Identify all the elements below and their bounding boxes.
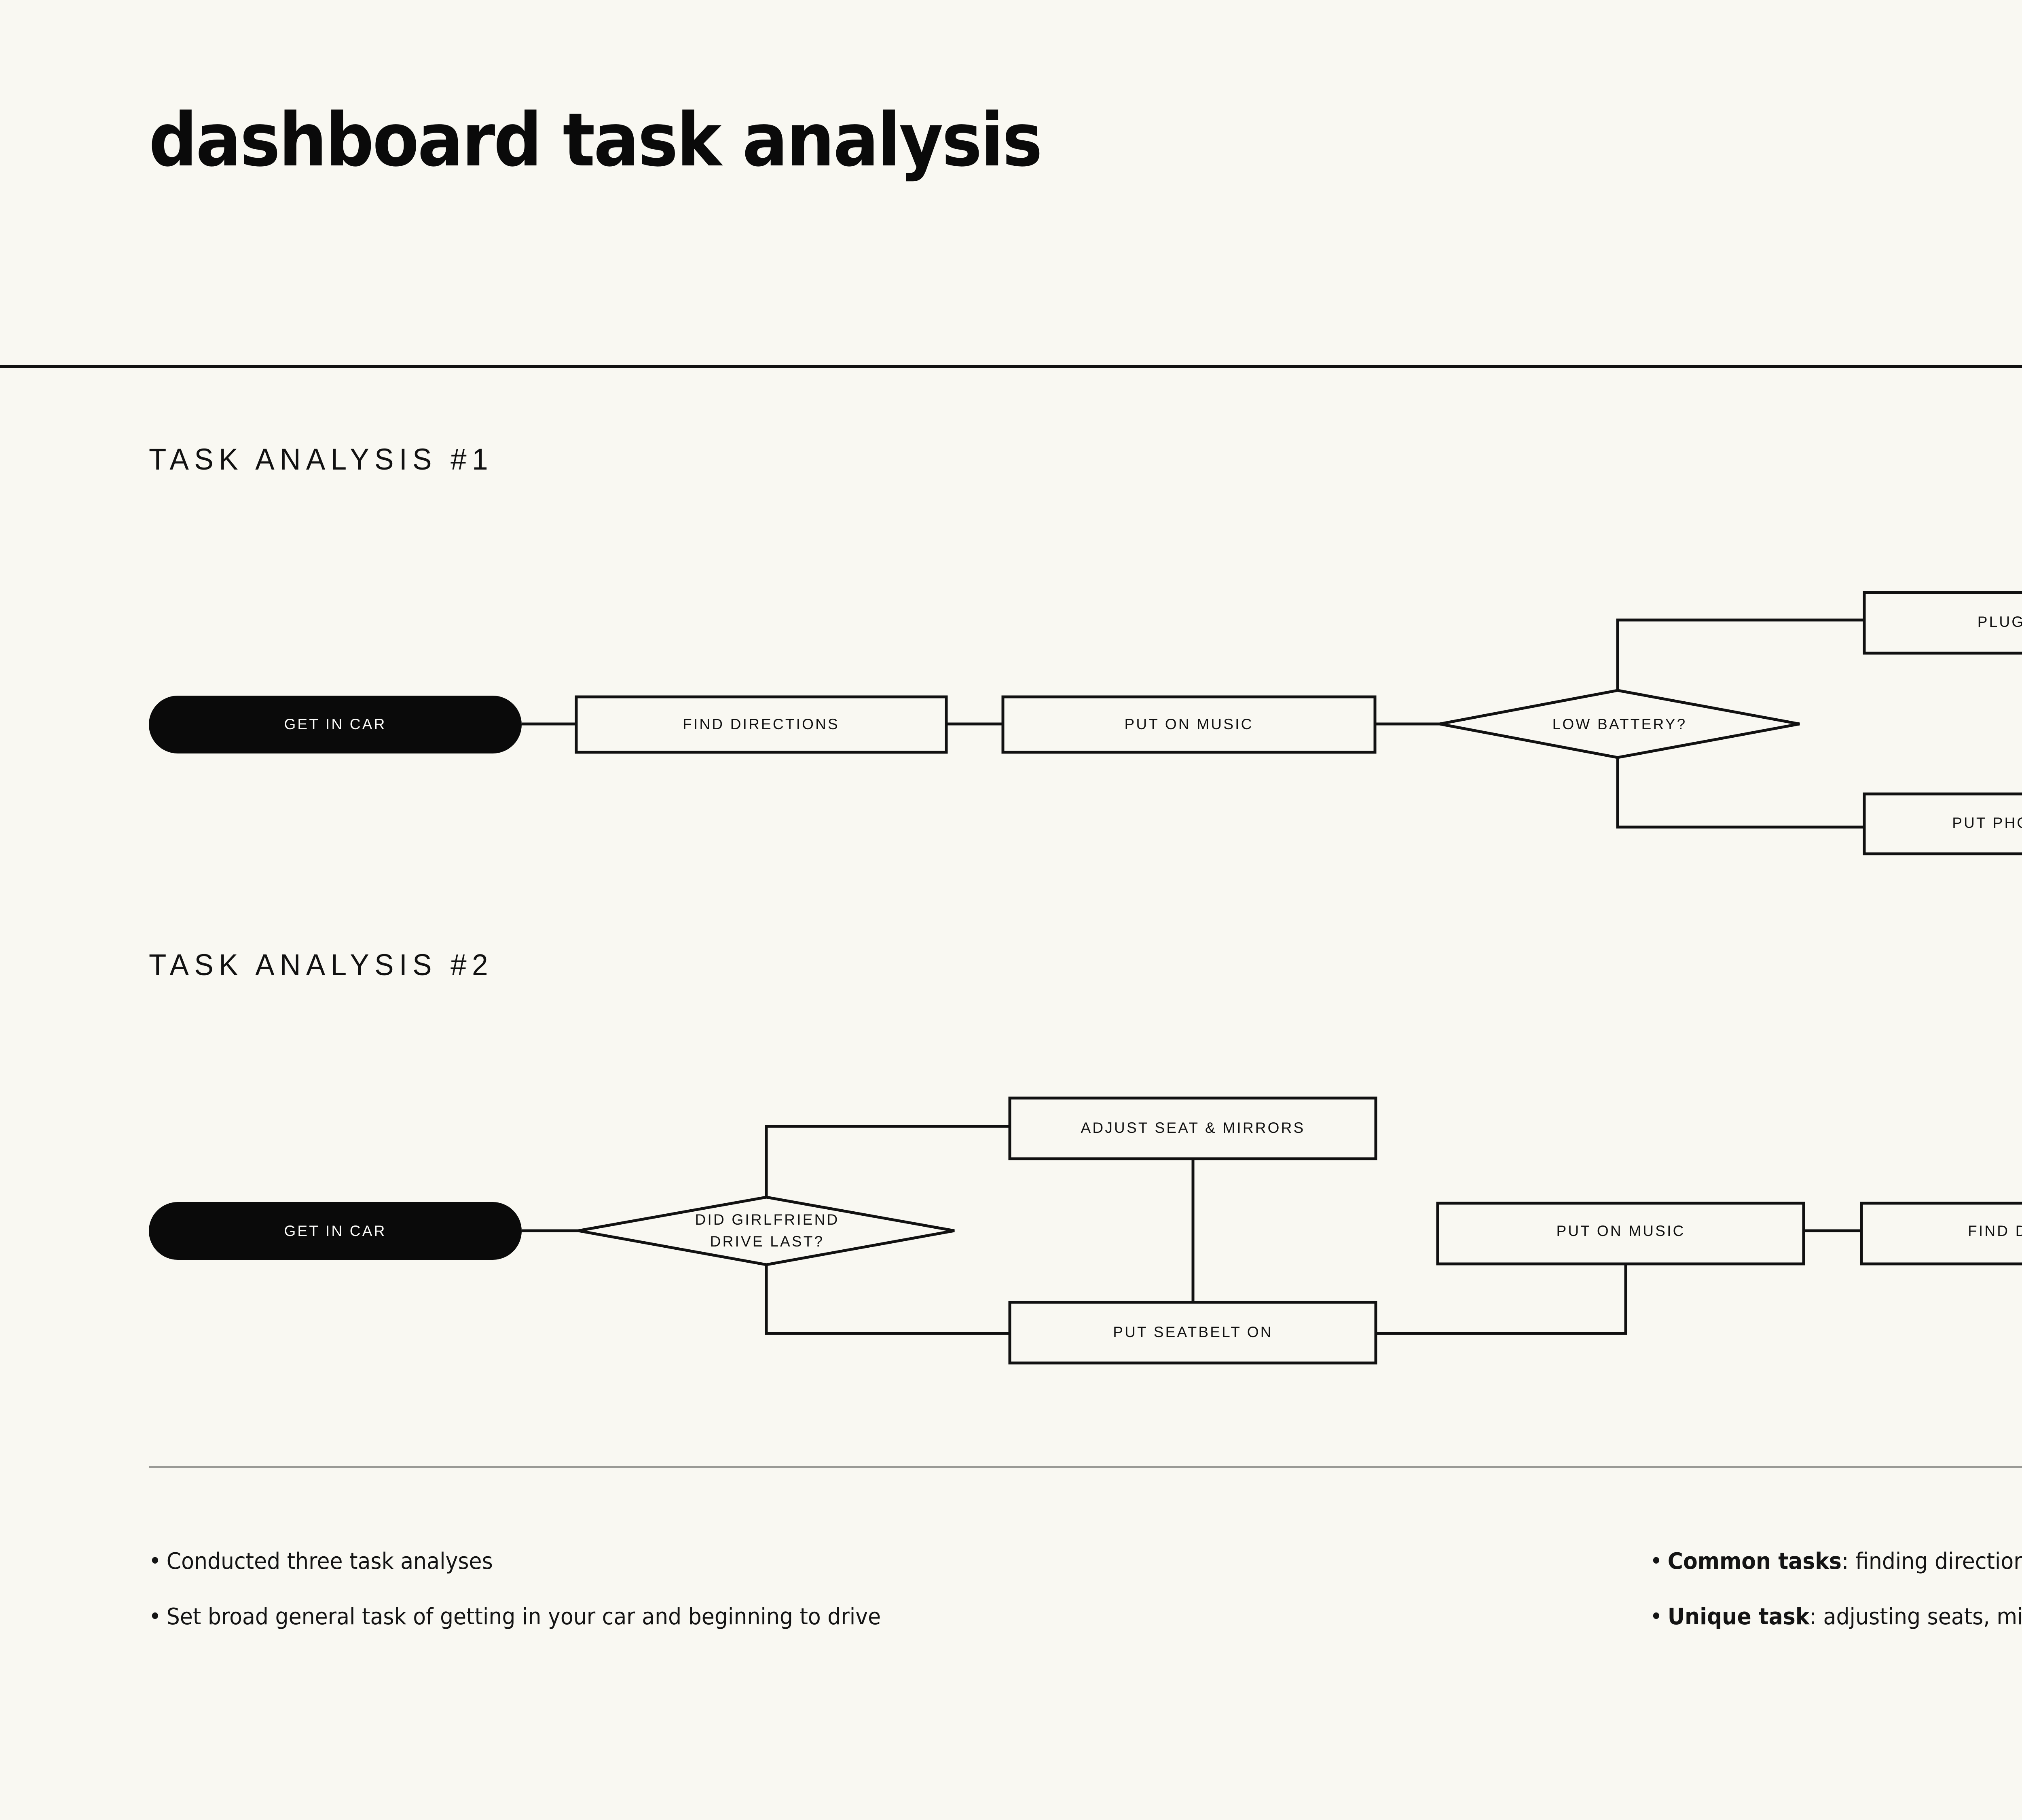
node-decision-low-battery[interactable] bbox=[1439, 689, 1800, 759]
bullet-lead: Common tasks bbox=[1667, 1548, 1842, 1575]
bullet-lead: Unique task bbox=[1667, 1603, 1810, 1630]
bullet-marker: • bbox=[149, 1548, 161, 1575]
node2-adjust-seat-mirrors[interactable] bbox=[1008, 1096, 1377, 1160]
node2-label-put-on-music: PUT ON MUSIC bbox=[1556, 1223, 1685, 1239]
node-label-plug-phone-in: PLUG PHONE IN bbox=[1978, 614, 2022, 630]
summary-column-right: •Common tasks: finding directions & putt… bbox=[1650, 1549, 2022, 1659]
node2-label-get-in-car: GET IN CAR bbox=[284, 1223, 386, 1239]
node-put-phone-on-dock[interactable] bbox=[1863, 792, 2022, 855]
header-divider bbox=[0, 365, 2022, 368]
node2-label-adjust-seat-mirrors: ADJUST SEAT & MIRRORS bbox=[1081, 1120, 1305, 1136]
summary-bullet-right-2: •Unique task: adjusting seats, mirrors, … bbox=[1650, 1604, 2022, 1630]
node-label-find-directions: FIND DIRECTIONS bbox=[683, 716, 840, 732]
summary-bullet-right-1: •Common tasks: finding directions & putt… bbox=[1650, 1549, 2022, 1575]
section-heading-task-analysis-1: TASK ANALYSIS #1 bbox=[149, 442, 494, 476]
bullet-text: Conducted three task analyses bbox=[166, 1548, 493, 1575]
section-heading-task-analysis-2: TASK ANALYSIS #2 bbox=[149, 948, 494, 982]
summary-bullet-left-1: •Conducted three task analyses bbox=[149, 1549, 1503, 1575]
bullet-text: : finding directions & putting on music bbox=[1841, 1548, 2022, 1575]
node-plug-phone-in[interactable] bbox=[1863, 591, 2022, 655]
node2-put-seatbelt-on[interactable] bbox=[1008, 1301, 1377, 1365]
edge2-seatbelt-to-music bbox=[1377, 1264, 1627, 1335]
node2-find-directions[interactable] bbox=[1860, 1202, 2022, 1266]
node2-label-decision-line2: DRIVE LAST? bbox=[710, 1233, 825, 1250]
bullet-marker: • bbox=[1650, 1548, 1662, 1575]
edge-decision-to-plug bbox=[1616, 618, 1864, 690]
bullet-marker: • bbox=[149, 1603, 161, 1630]
bullet-text: : adjusting seats, mirrors, device, etc.… bbox=[1809, 1603, 2022, 1630]
node2-decision-did-girlfriend-drive-last[interactable] bbox=[578, 1196, 955, 1266]
summary-column-left: •Conducted three task analyses •Set broa… bbox=[149, 1549, 1605, 1659]
node-put-on-music[interactable] bbox=[1001, 695, 1377, 754]
node-label-put-on-music: PUT ON MUSIC bbox=[1124, 716, 1253, 732]
summary-bullet-left-2: •Set broad general task of getting in yo… bbox=[149, 1604, 1503, 1630]
summary-divider bbox=[149, 1466, 2022, 1468]
node-label-put-phone-on-dock: PUT PHONE ON DOCK bbox=[1952, 815, 2022, 831]
bullet-text: Set broad general task of getting in you… bbox=[166, 1603, 881, 1630]
flowchart-task-analysis-2: GET IN CAR DID GIRLFRIEND DRIVE LAST? AD… bbox=[149, 1096, 2022, 1365]
bullet-marker: • bbox=[1650, 1603, 1662, 1630]
edge-decision-to-dock bbox=[1616, 758, 1864, 829]
edge2-decision-to-seatbelt bbox=[765, 1265, 1010, 1335]
node-label-get-in-car: GET IN CAR bbox=[284, 716, 386, 732]
node2-label-decision-line1: DID GIRLFRIEND bbox=[695, 1211, 840, 1228]
node2-label-find-directions: FIND DIRECTIONS bbox=[1968, 1223, 2022, 1239]
node2-put-on-music[interactable] bbox=[1436, 1202, 1805, 1266]
page-title: dashboard task analysis bbox=[149, 97, 1043, 183]
edge2-decision-to-seat bbox=[765, 1125, 1010, 1197]
node2-label-put-seatbelt-on: PUT SEATBELT ON bbox=[1113, 1324, 1273, 1340]
node-get-in-car[interactable] bbox=[149, 696, 522, 753]
node-find-directions[interactable] bbox=[575, 695, 948, 754]
node-label-low-battery: LOW BATTERY? bbox=[1552, 716, 1687, 732]
flowchart-task-analysis-1: GET IN CAR FIND DIRECTIONS PUT ON MUSIC … bbox=[149, 591, 2022, 855]
node2-get-in-car[interactable] bbox=[149, 1202, 522, 1260]
